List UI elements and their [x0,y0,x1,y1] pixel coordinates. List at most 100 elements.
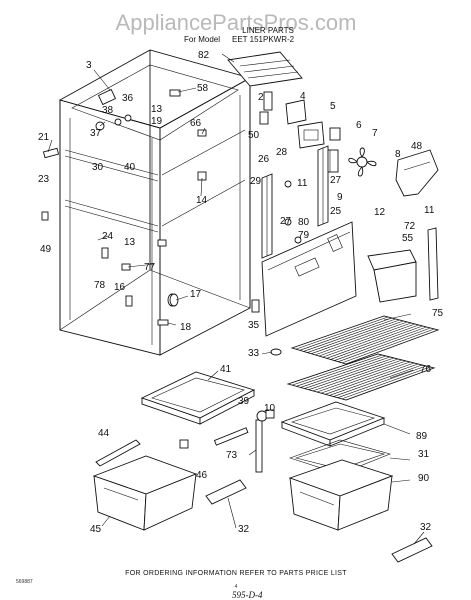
callout-c27a: 27 [330,175,342,186]
callout-c29: 29 [250,176,262,187]
callout-c8: 8 [395,149,401,160]
callout-c37: 37 [90,128,102,139]
shelf-wire [337,365,427,398]
shelf-wire [308,358,399,390]
callout-c73: 73 [226,450,238,461]
shelf-wire [321,361,411,394]
callout-c9: 9 [337,192,343,203]
callout-c18: 18 [180,322,192,333]
callout-c89: 89 [416,431,428,442]
callout-c38: 38 [102,105,114,116]
callout-c76: 76 [420,364,432,375]
part-45-drawer [92,455,198,531]
shelf-wire [312,359,403,392]
model-number: EET 151PKWR-2 [232,35,295,44]
shelf-wire [311,320,404,354]
callout-c25: 25 [330,206,342,217]
callout-c77: 77 [144,262,156,273]
callout-c21: 21 [38,132,50,143]
watermark: AppliancePartsPros.com [116,10,357,35]
shelf-wire [341,366,431,400]
shelf-wire [342,328,435,364]
callout-c11a: 11 [297,178,308,189]
callout-c5: 5 [330,101,336,112]
cabinet-liner [58,49,252,356]
callout-c58: 58 [197,83,209,94]
callout-c19: 19 [151,116,163,127]
shelf-wire [300,356,391,388]
callout-c50: 50 [248,130,260,141]
callout-c55: 55 [402,233,414,244]
shelf-wire [307,319,400,353]
part-90-drawer [288,459,394,531]
callout-c14: 14 [196,195,208,206]
diagram-title: LINER PARTS [242,26,294,35]
callout-c79: 79 [298,230,310,241]
shelf-wire [338,327,431,362]
shelf-wire [315,321,408,356]
shelf-wire [326,324,419,359]
part-32-strip-right [391,537,433,563]
leader-lines [47,53,425,545]
callout-c82: 82 [198,50,210,61]
shelf-wire [330,325,423,360]
callout-c72: 72 [404,221,416,232]
page-code: 569887 [16,579,33,585]
part-41-shelf [140,371,256,425]
callout-c11b: 11 [424,205,435,216]
callout-c2: 2 [258,92,264,103]
part-12-divider-panel [261,221,357,337]
callout-c48: 48 [411,141,423,152]
handwritten-ref: 595-D-4 [232,590,263,600]
callout-c36: 36 [122,93,134,104]
part-76-wire-shelf [286,353,436,401]
shelf-wire [304,357,395,389]
shelf-wire [322,323,415,358]
part-44-strip [95,439,141,467]
callout-c80: 80 [298,217,310,228]
small-clips [41,147,282,449]
callout-c3: 3 [86,60,92,71]
callout-c7: 7 [372,128,378,139]
callout-c66: 66 [190,118,202,129]
callout-c17: 17 [190,289,202,300]
callout-c90: 90 [418,473,430,484]
callout-c33: 33 [248,348,260,359]
page-mark: 4 [235,584,238,590]
callout-c39: 39 [238,396,250,407]
shelf-wire [329,363,419,396]
model-prefix: For Model [184,35,220,44]
shelf-wire [292,354,383,386]
callout-c40: 40 [124,162,136,173]
part-32-strip-left [205,479,247,505]
callout-c32b: 32 [420,522,432,533]
shelf-wire [333,364,423,397]
callout-c44: 44 [98,428,110,439]
callout-c46: 46 [196,470,208,481]
shelf-wire [295,316,388,350]
callout-c32a: 32 [238,524,250,535]
channel-strips [261,145,329,259]
shelf-wire [334,326,427,361]
shelf-wire [296,355,387,387]
callout-c6: 6 [356,120,362,131]
callout-c26: 26 [258,154,270,165]
callout-c31: 31 [418,449,430,460]
callout-c75: 75 [432,308,444,319]
callout-c16: 16 [114,282,126,293]
part-55-pan [367,249,417,303]
callout-c28: 28 [276,147,288,158]
part-82-control-housing [227,51,303,87]
callout-c10: 10 [264,403,276,414]
callout-c35: 35 [248,320,260,331]
callout-c13a: 13 [151,104,163,115]
callout-c13b: 13 [124,237,136,248]
callout-c49: 49 [40,244,52,255]
callout-c78: 78 [94,280,106,291]
callout-c27b: 27 [280,216,292,227]
callout-c41: 41 [220,364,232,375]
shelf-wire [303,318,396,352]
part-73-support [255,409,275,473]
